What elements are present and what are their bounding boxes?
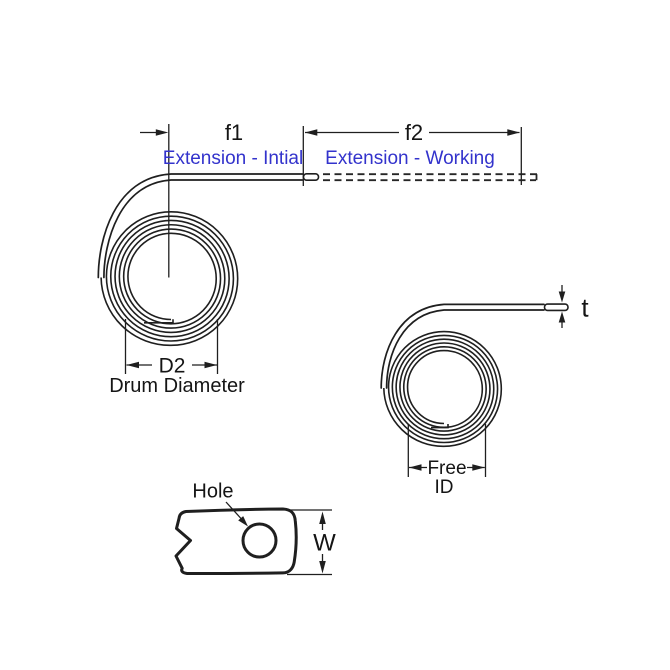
free-id-right-arrow-icon — [472, 464, 485, 471]
left-coil-inner-end — [144, 319, 174, 324]
hole-leader-arrow-icon — [238, 516, 248, 527]
t-upper-arrow-icon — [558, 291, 566, 303]
caption-extension-working: Extension - Working — [325, 148, 495, 169]
plate-outline — [174, 507, 298, 576]
right-tail-end-cap — [543, 303, 569, 312]
dim-label-t: t — [581, 293, 589, 323]
f2-left-arrow-icon — [304, 129, 318, 136]
f1-f2-dimension: f1 f2 Extension - Intial Extension - Wor… — [140, 120, 522, 278]
d2-left-arrow-icon — [126, 361, 139, 369]
right-coil-spiral — [383, 330, 503, 448]
strip-end-plate: Hole — [174, 481, 298, 576]
extended-strip-dashed — [323, 173, 541, 182]
t-lower-arrow-icon — [558, 311, 566, 323]
free-id-dimension: Free ID — [407, 424, 487, 498]
hole-leader-line — [225, 501, 242, 519]
dim-label-f2: f2 — [405, 120, 423, 145]
f2-right-arrow-icon — [507, 129, 520, 136]
dim-label-w: W — [313, 530, 336, 557]
left-coil-spiral — [100, 211, 239, 347]
hole-circle — [241, 522, 278, 559]
t-dimension: t — [558, 285, 589, 328]
d2-right-arrow-icon — [204, 361, 217, 369]
right-coil-inner-end — [431, 424, 449, 429]
dim-label-f1: f1 — [225, 120, 243, 145]
caption-drum-diameter: Drum Diameter — [109, 375, 245, 397]
d2-dimension: D2 Drum Diameter — [109, 319, 245, 397]
left-tail-top-edge — [97, 173, 304, 279]
free-id-left-arrow-icon — [409, 464, 422, 471]
left-coil-spring — [97, 173, 320, 347]
right-tail-bottom-edge — [385, 309, 545, 389]
w-bottom-arrow-icon — [319, 561, 326, 574]
right-coil-spring — [380, 303, 569, 448]
dim-label-free: Free — [427, 458, 466, 479]
left-tail-bottom-edge — [103, 179, 304, 279]
right-tail-top-edge — [380, 303, 545, 389]
f1-arrow-icon — [155, 129, 169, 136]
caption-extension-initial: Extension - Intial — [163, 148, 303, 169]
dim-label-d2: D2 — [159, 355, 186, 378]
w-dimension: W — [287, 509, 336, 576]
w-top-arrow-icon — [319, 511, 326, 524]
dim-label-id: ID — [435, 477, 454, 498]
label-hole: Hole — [192, 481, 233, 503]
